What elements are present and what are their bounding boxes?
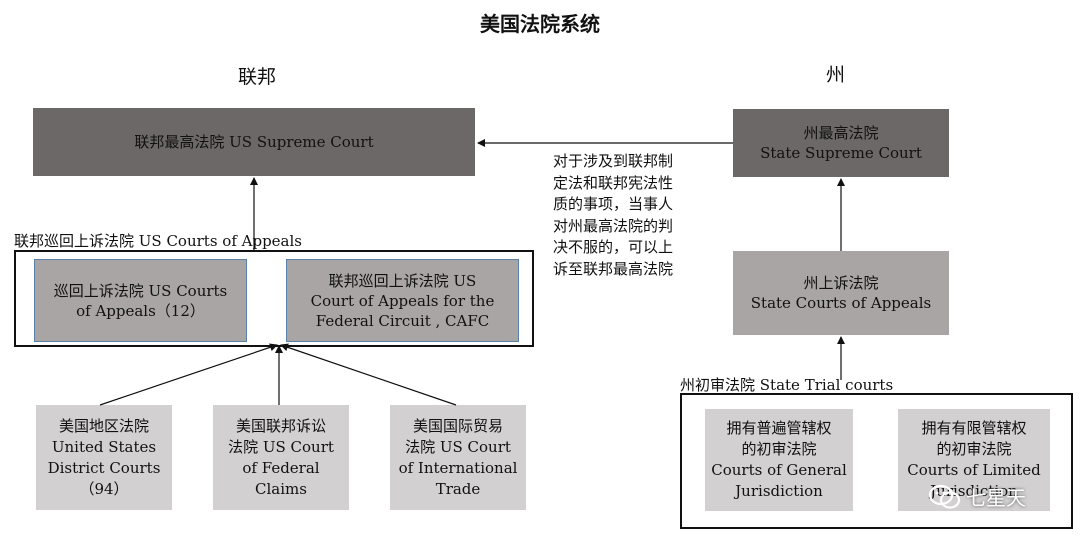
wechat-icon <box>928 484 961 509</box>
federal-supreme-court-box: 联邦最高法院 US Supreme Court <box>33 108 475 176</box>
cafc-label: 联邦巡回上诉法院 US Court of Appeals for the Fed… <box>310 271 495 330</box>
state-appeals-box: 州上诉法院 State Courts of Appeals <box>733 251 949 335</box>
federal-heading: 联邦 <box>238 66 277 88</box>
general-jurisdiction-label: 拥有普遍管辖权 的初审法院 Courts of General Jurisdic… <box>711 419 847 500</box>
claims-court-label: 美国联邦诉讼 法院 US Court of Federal Claims <box>228 416 334 498</box>
state-trial-group-label: 州初审法院 State Trial courts <box>680 376 894 394</box>
state-trial-frame <box>680 393 1073 529</box>
circuit-courts-label: 巡回上诉法院 US Courts of Appeals（12） <box>53 281 228 320</box>
limited-jurisdiction-box: 拥有有限管辖权 的初审法院 Courts of Limited Jurisdic… <box>898 409 1050 511</box>
federal-appeals-group-label: 联邦巡回上诉法院 US Courts of Appeals <box>14 232 302 250</box>
watermark-text: 七星天 <box>966 486 1026 510</box>
trade-court-label: 美国国际贸易 法院 US Court of International Trad… <box>398 416 518 498</box>
arrow-district-to-appeals <box>99 343 278 406</box>
state-heading: 州 <box>826 64 846 86</box>
state-supreme-court-box: 州最高法院 State Supreme Court <box>733 109 949 177</box>
district-courts-box: 美国地区法院 United States District Courts （94… <box>36 405 172 510</box>
district-courts-label: 美国地区法院 United States District Courts （94… <box>47 416 161 498</box>
trade-court-box: 美国国际贸易 法院 US Court of International Trad… <box>390 405 526 510</box>
limited-jurisdiction-label: 拥有有限管辖权 的初审法院 Courts of Limited Jurisdic… <box>907 419 1041 500</box>
arrow-trade-to-appeals <box>280 343 457 406</box>
watermark: 七星天 <box>928 482 1026 511</box>
cafc-box: 联邦巡回上诉法院 US Court of Appeals for the Fed… <box>286 259 519 342</box>
federal-supreme-court-label: 联邦最高法院 US Supreme Court <box>134 133 374 151</box>
diagram-title: 美国法院系统 <box>480 12 600 36</box>
state-appeals-label: 州上诉法院 State Courts of Appeals <box>750 274 932 312</box>
general-jurisdiction-box: 拥有普遍管辖权 的初审法院 Courts of General Jurisdic… <box>705 409 853 511</box>
circuit-courts-box: 巡回上诉法院 US Courts of Appeals（12） <box>34 259 247 342</box>
review-note: 对于涉及到联邦制 定法和联邦宪法性 质的事项，当事人 对州最高法院的判 决不服的… <box>553 152 674 278</box>
claims-court-box: 美国联邦诉讼 法院 US Court of Federal Claims <box>213 405 349 510</box>
state-supreme-court-label: 州最高法院 State Supreme Court <box>760 124 922 162</box>
